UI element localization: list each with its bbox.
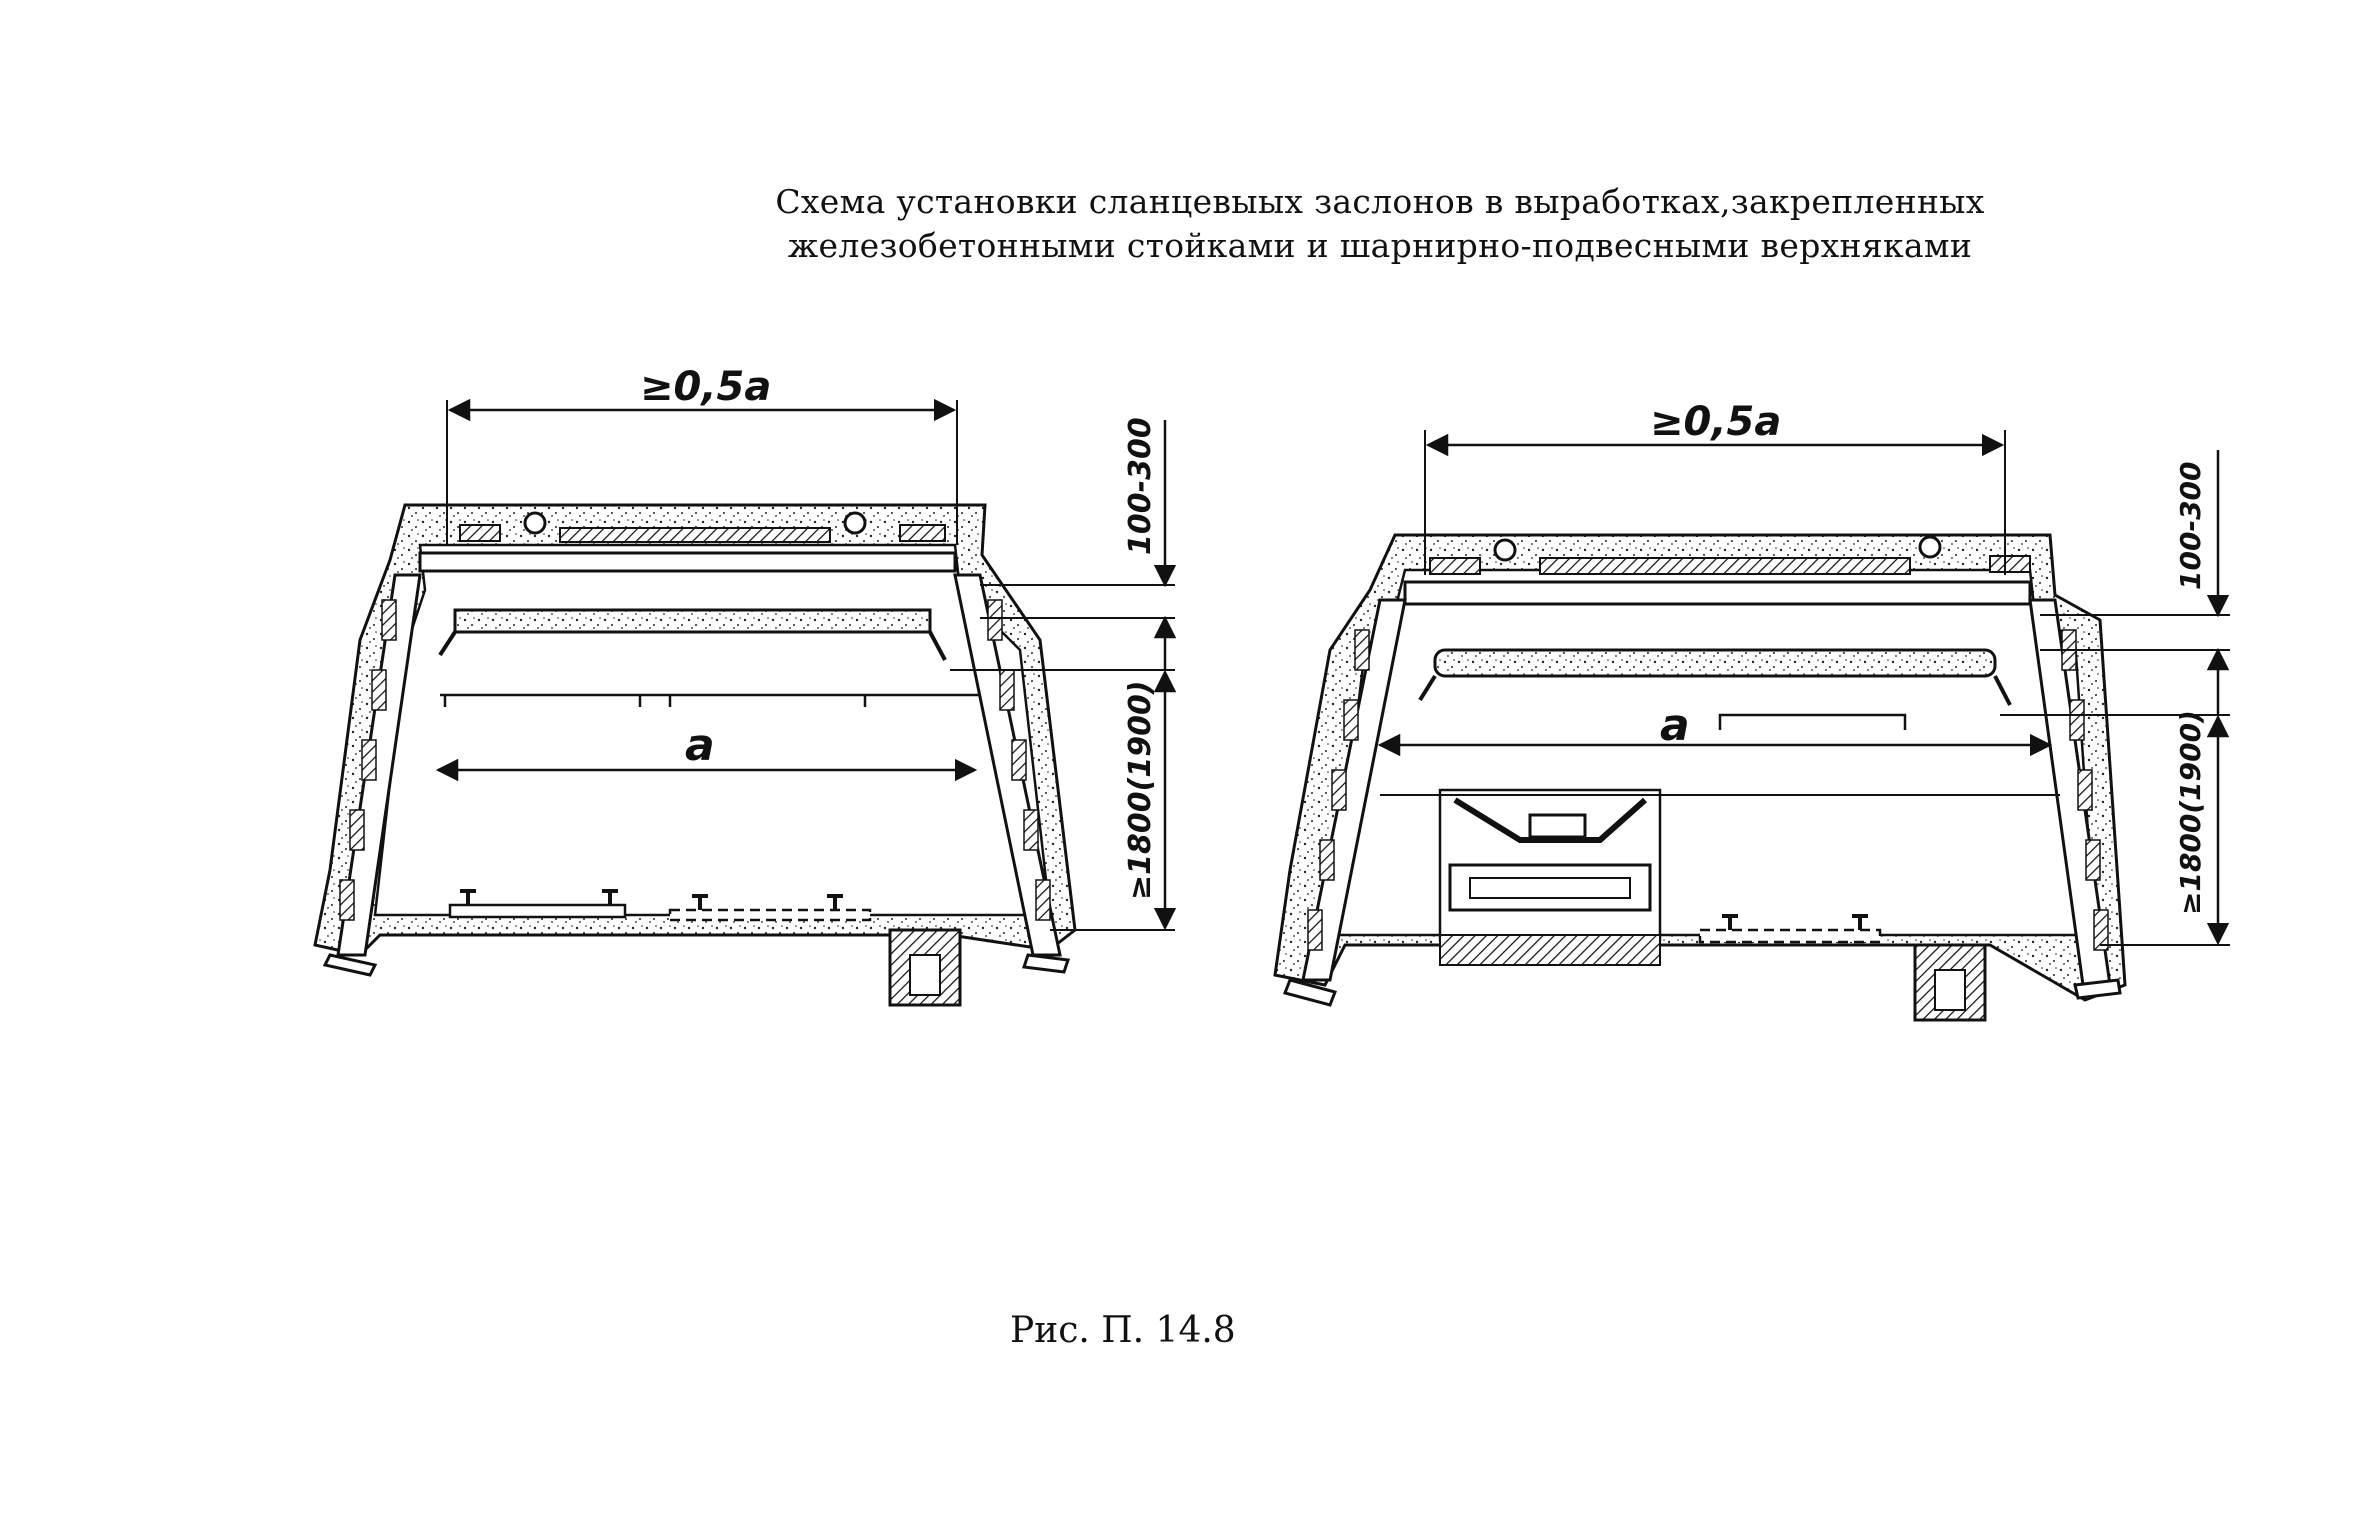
figure-caption: Рис. П. 14.8 (1010, 1310, 1236, 1351)
right-roof-beam (1403, 580, 2032, 606)
right-conveyor (1438, 788, 1662, 966)
right-dim-top-label: ≥0,5a (1650, 399, 1781, 445)
left-rails (448, 889, 872, 922)
left-bolt (523, 511, 547, 535)
left-dim-width-label: a (685, 720, 715, 771)
left-roof-lagging (899, 524, 946, 542)
left-dim-top-label: ≥0,5a (640, 364, 771, 410)
right-dim-height-label: ≥1800(1900) (2174, 710, 2207, 915)
left-side-lagging (339, 599, 1051, 921)
title-line-1: Схема установки сланцевыых заслонов в вы… (775, 182, 1985, 221)
right-dim-width-label: a (1660, 700, 1690, 751)
right-dim-gap-label: 100-300 (2174, 461, 2207, 590)
left-dim-gap-label: 100-300 (1123, 417, 1158, 555)
title-line-2: железобетонными стойками и шарнирно-подв… (787, 226, 1973, 265)
right-shale-barrier (1433, 648, 1997, 678)
left-roof-beam (418, 551, 957, 573)
left-dim-height-label: ≥1800(1900) (1123, 680, 1158, 900)
left-bolt (843, 511, 867, 535)
left-shale-barrier (453, 608, 932, 634)
figure-title: Схема установки сланцевыых заслонов в вы… (600, 180, 2160, 268)
left-roof-lagging (459, 524, 501, 542)
left-roof-lagging (559, 527, 831, 543)
right-scheme: ≥0,5a a 100-300 ≥1800(1900) (1273, 399, 2230, 1022)
right-rails (1698, 914, 1882, 944)
left-scheme: ≥0,5a a 100-300 ≥1800(1900) (313, 364, 1177, 1007)
